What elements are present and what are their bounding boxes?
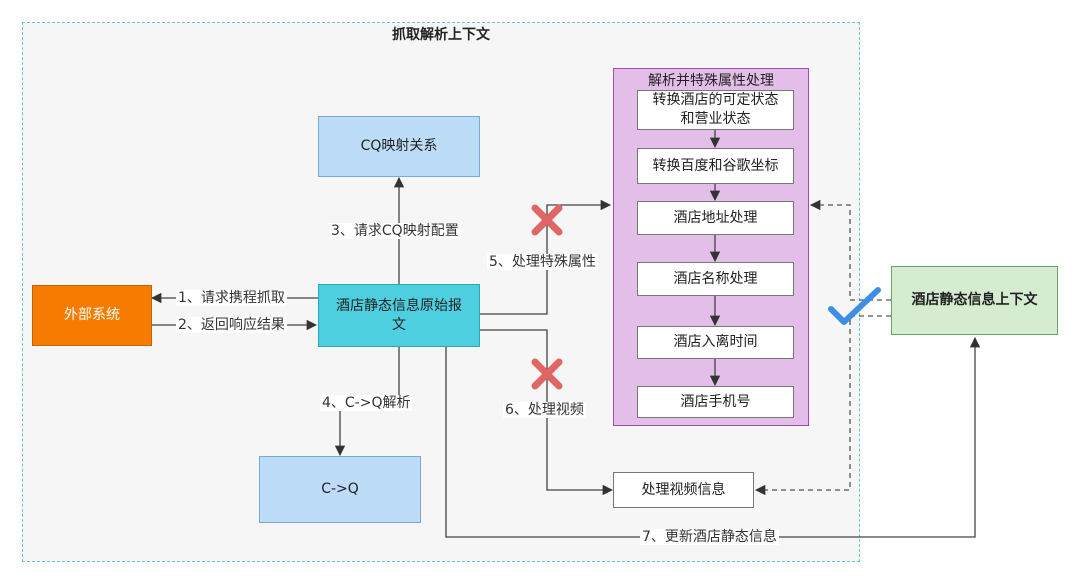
phone-label: 酒店手机号 [680,393,751,410]
edge-context-to-video [754,315,891,496]
c-to-q-node: C->Q [259,456,421,523]
raw-report-label: 酒店静态信息原始报文 [336,297,462,333]
coord-convert-node: 转换百度和谷歌坐标 [637,148,794,184]
coord-convert-label: 转换百度和谷歌坐标 [652,157,779,174]
edge-label-step1: 1、请求携程抓取 [176,290,287,306]
cq-mapping-node: CQ映射关系 [318,116,480,177]
name-node: 酒店名称处理 [637,262,794,296]
checkin-time-node: 酒店入离时间 [637,326,794,359]
edge-label-step3: 3、请求CQ映射配置 [329,223,461,239]
checkin-time-label: 酒店入离时间 [673,334,758,351]
status-convert-label: 转换酒店的可定状态和营业状态 [652,92,779,127]
check-icon [828,287,881,325]
static-context-node: 酒店静态信息上下文 [891,266,1058,335]
address-label: 酒店地址处理 [673,209,758,226]
cq-mapping-label: CQ映射关系 [360,138,438,155]
video-info-label: 处理视频信息 [641,481,726,498]
phone-node: 酒店手机号 [637,386,794,418]
edge-label-step5: 5、处理特殊属性 [487,254,598,270]
frame-title: 抓取解析上下文 [392,27,490,43]
name-label: 酒店名称处理 [673,270,758,287]
external-system-node: 外部系统 [32,285,152,346]
edge-label-step2: 2、返回响应结果 [176,317,287,333]
edge-label-step7: 7、更新酒店静态信息 [640,529,779,545]
cross-icon [531,204,563,236]
static-context-label: 酒店静态信息上下文 [911,292,1038,309]
raw-report-node: 酒店静态信息原始报文 [318,284,480,347]
cross-icon [531,358,563,390]
edge-label-step4: 4、C->Q解析 [320,395,413,411]
external-system-label: 外部系统 [64,307,120,324]
video-info-node: 处理视频信息 [613,472,754,508]
status-convert-node: 转换酒店的可定状态和营业状态 [637,90,794,130]
edge-label-step6: 6、处理视频 [503,402,586,418]
address-node: 酒店地址处理 [637,201,794,235]
c-to-q-label: C->Q [321,481,359,498]
special-group-title: 解析并特殊属性处理 [648,73,774,89]
